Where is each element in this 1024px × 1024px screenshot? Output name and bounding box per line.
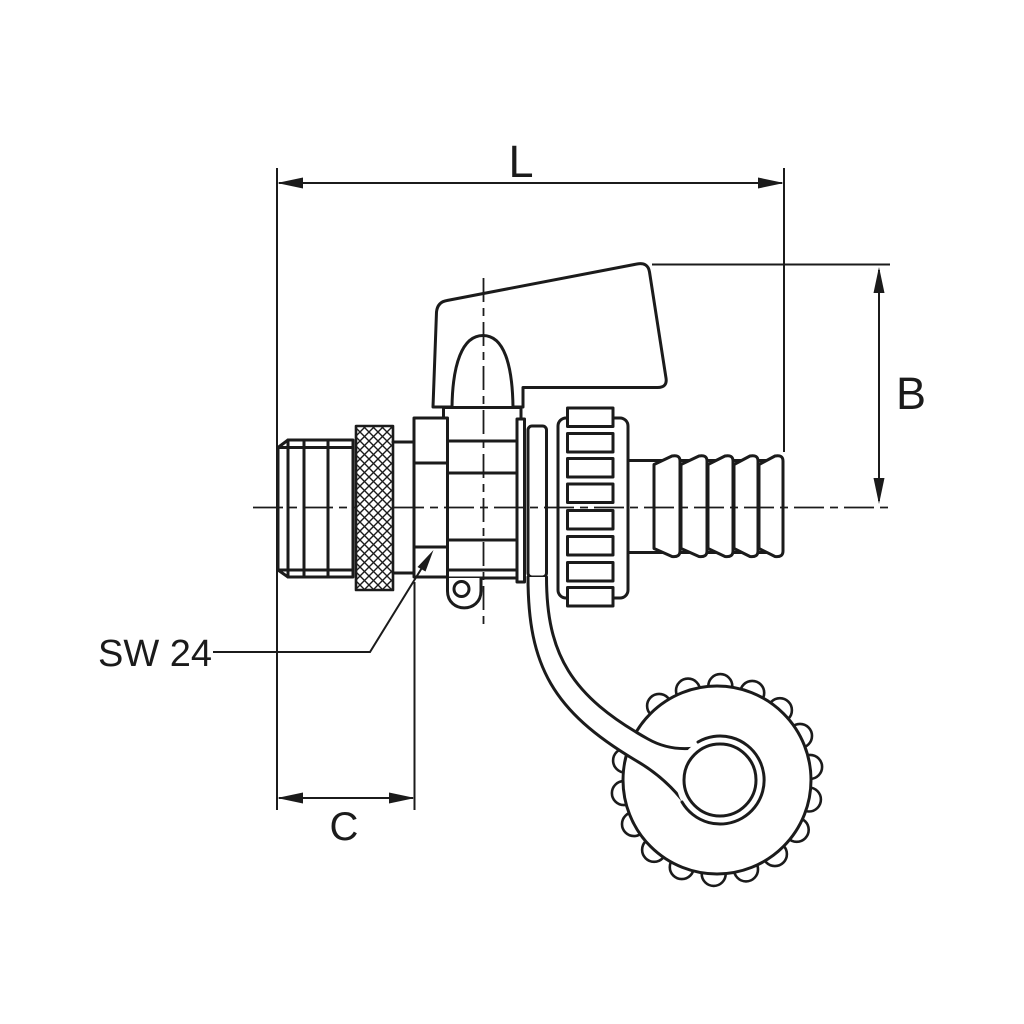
male-thread xyxy=(276,438,355,579)
hex-nut-flats xyxy=(412,416,449,579)
label-height-B: B xyxy=(896,368,926,419)
tether-strap xyxy=(526,575,698,807)
sw24-callout xyxy=(213,550,434,653)
valve-body xyxy=(446,439,519,580)
leader-arrowhead xyxy=(417,550,434,572)
arrowhead-down xyxy=(873,478,885,504)
leader-line xyxy=(213,557,429,653)
centerlines xyxy=(253,278,890,628)
tab-hole xyxy=(452,580,471,598)
dimension-B xyxy=(652,263,890,504)
cap-inner-circle xyxy=(682,742,758,818)
mounting-tab xyxy=(446,576,483,610)
label-wrench-size: SW 24 xyxy=(98,633,212,675)
dimension-C xyxy=(277,582,416,810)
cap-eye-ring xyxy=(676,734,766,826)
arrowhead-left xyxy=(277,177,303,189)
hose-barb xyxy=(626,454,785,559)
arrowhead-up xyxy=(873,267,885,293)
label-length-C: C xyxy=(330,805,359,849)
dimension-L xyxy=(276,168,785,810)
collar-ring xyxy=(515,417,548,584)
arrowhead-right xyxy=(389,792,415,804)
bonnet-flange xyxy=(442,406,523,443)
knurled-ring xyxy=(354,424,395,592)
arrowhead-right xyxy=(758,177,784,189)
arrowhead-left xyxy=(277,792,303,804)
swivel-nut xyxy=(556,406,630,608)
label-length-L: L xyxy=(508,136,533,187)
neck-section xyxy=(391,440,416,575)
